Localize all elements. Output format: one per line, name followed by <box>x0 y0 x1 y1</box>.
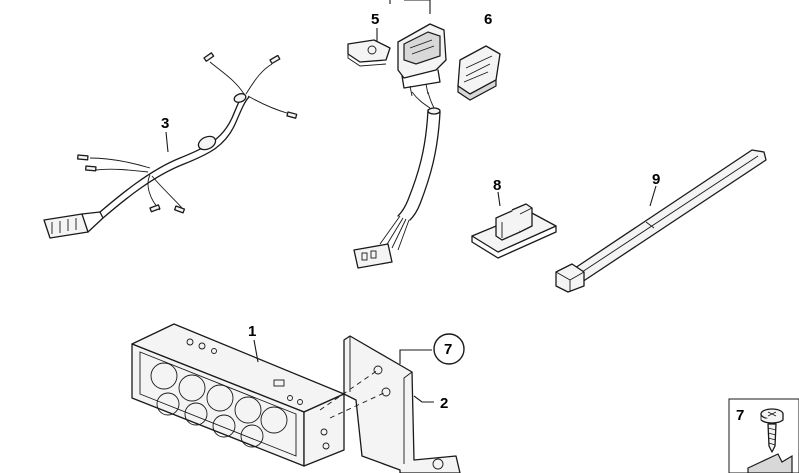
module-box-part-1 <box>131 323 345 467</box>
callout-3: 3 <box>161 115 169 132</box>
wiring-harness-part-3 <box>43 52 298 239</box>
callout-9: 9 <box>652 171 660 188</box>
callout-8: 8 <box>493 177 501 194</box>
switch-assembly <box>353 23 447 269</box>
callout-7-circle-label: 7 <box>444 341 452 358</box>
callout-2: 2 <box>440 395 448 412</box>
switch-cap-part-6 <box>457 45 501 101</box>
arrow-symbol-icon <box>747 453 793 473</box>
callout-7-inset: 7 <box>736 407 744 424</box>
callout-7-circle: 7 <box>433 333 465 365</box>
cable-tie-part-9 <box>555 149 767 293</box>
bracket-part-5 <box>347 39 391 67</box>
clip-holder-part-8 <box>471 203 557 259</box>
callout-6: 6 <box>484 11 492 28</box>
callout-5: 5 <box>371 11 379 28</box>
callout-1: 1 <box>248 323 256 340</box>
leader-lines <box>165 0 657 403</box>
screw-inset-part-7: 7 <box>728 398 799 473</box>
mounting-bracket-part-2 <box>319 335 461 473</box>
